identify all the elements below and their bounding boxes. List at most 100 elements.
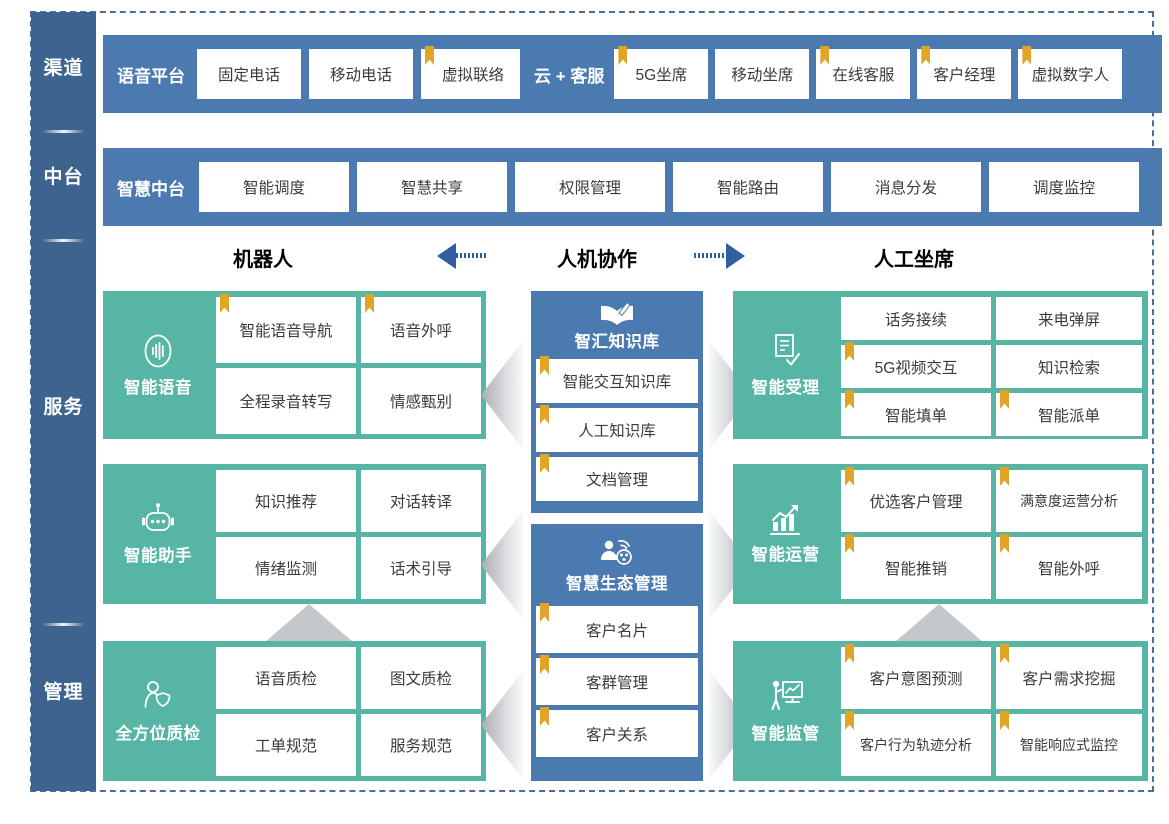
cell-label: 情绪监测 xyxy=(254,561,317,578)
cell-label: 知识推荐 xyxy=(254,494,317,511)
cell-label: 满意度运营分析 xyxy=(1020,493,1118,509)
bookmark-icon xyxy=(845,711,854,730)
channel-group-title: 语音平台 xyxy=(117,66,185,86)
cell-5g-video-interaction[interactable]: 5G视频交互 xyxy=(841,342,991,388)
bookmark-icon xyxy=(220,294,229,313)
panel-full-quality-inspection-header: 全方位质检 xyxy=(103,641,213,781)
chip-label: 虚拟联络 xyxy=(441,67,504,84)
panel-full-quality-inspection: 全方位质检 语音质检 图文质检 工单规范 服务规范 xyxy=(103,641,486,781)
panel-intelligent-assistant-grid: 知识推荐 对话转译 情绪监测 话术引导 xyxy=(216,470,481,599)
cell-label: 话务接续 xyxy=(884,311,947,329)
panel-knowledge-base-header: 智汇知识库 xyxy=(531,297,703,355)
cell-customer-behavior-trajectory-analysis[interactable]: 客户行为轨迹分析 xyxy=(841,711,991,776)
channel-chip-virtual-contact[interactable]: 虚拟联络 xyxy=(421,46,525,99)
cell-intelligent-marketing[interactable]: 智能推销 xyxy=(841,534,991,599)
cell-emotion-monitoring[interactable]: 情绪监测 xyxy=(216,537,356,599)
flow-chevron-left-3 xyxy=(481,668,525,782)
cell-customer-profile-card[interactable]: 客户名片 xyxy=(536,603,698,653)
cell-customer-relationship[interactable]: 客户关系 xyxy=(536,707,698,757)
platform-chip-intelligent-routing[interactable]: 智能路由 xyxy=(673,162,823,212)
chip-label: 虚拟数字人 xyxy=(1031,67,1110,84)
bookmark-icon xyxy=(425,46,434,65)
cell-interactive-knowledge-base[interactable]: 智能交互知识库 xyxy=(536,356,698,403)
cell-intelligent-dispatch[interactable]: 智能派单 xyxy=(996,390,1142,436)
channel-chip-fixed-phone[interactable]: 固定电话 xyxy=(197,49,301,99)
cell-intelligent-outbound-call[interactable]: 智能外呼 xyxy=(996,534,1142,599)
arrow-right-icon xyxy=(726,243,745,269)
platform-row: 智慧中台 智能调度 智慧共享 权限管理 智能路由 消息分发 调度监控 xyxy=(103,148,1162,226)
cell-dialogue-translation[interactable]: 对话转译 xyxy=(361,470,481,532)
panel-title: 智能受理 xyxy=(751,379,820,397)
chip-label: 移动电话 xyxy=(329,67,392,84)
cell-label: 全程录音转写 xyxy=(239,394,333,411)
sidebar-item-platform[interactable]: 中台 xyxy=(31,167,96,188)
platform-chip-scheduling-monitor[interactable]: 调度监控 xyxy=(989,162,1139,212)
channel-group-voice-platform: 语音平台 固定电话 移动电话 虚拟联络 xyxy=(103,35,525,113)
arrow-left-icon xyxy=(437,243,456,269)
channel-chip-5g-seat[interactable]: 5G坐席 xyxy=(614,46,709,99)
cell-call-connection[interactable]: 话务接续 xyxy=(841,297,991,340)
cell-full-recording-transcription[interactable]: 全程录音转写 xyxy=(216,368,356,434)
cell-label: 知识检索 xyxy=(1037,359,1100,377)
channel-chip-mobile-seat[interactable]: 移动坐席 xyxy=(715,49,810,99)
cell-intelligent-voice-navigation[interactable]: 智能语音导航 xyxy=(216,294,356,363)
cell-voice-outbound[interactable]: 语音外呼 xyxy=(361,294,481,363)
cell-label: 客户关系 xyxy=(585,726,648,744)
cell-label: 智能外呼 xyxy=(1037,561,1100,578)
cell-preferred-customer-management[interactable]: 优选客户管理 xyxy=(841,467,991,532)
cell-document-management[interactable]: 文档管理 xyxy=(536,454,698,501)
cell-intelligent-form-filling[interactable]: 智能填单 xyxy=(841,390,991,436)
chip-label: 智能调度 xyxy=(242,180,305,197)
panel-title: 智能助手 xyxy=(124,547,192,565)
chip-label: 消息分发 xyxy=(874,180,937,197)
bookmark-icon xyxy=(540,356,549,375)
channel-chip-account-manager[interactable]: 客户经理 xyxy=(917,46,1012,99)
channel-group-title: 云 + 客服 xyxy=(534,66,605,86)
cell-label: 语音质检 xyxy=(254,671,317,688)
cell-work-order-standard[interactable]: 工单规范 xyxy=(216,714,356,776)
sidebar-item-service[interactable]: 服务 xyxy=(31,397,96,418)
sidebar-item-channel[interactable]: 渠道 xyxy=(31,58,96,79)
channel-chip-online-service[interactable]: 在线客服 xyxy=(816,46,911,99)
cell-satisfaction-operation-analysis[interactable]: 满意度运营分析 xyxy=(996,467,1142,532)
cell-voice-quality-inspection[interactable]: 语音质检 xyxy=(216,647,356,709)
panel-title: 智能运营 xyxy=(751,546,820,564)
panel-full-quality-inspection-grid: 语音质检 图文质检 工单规范 服务规范 xyxy=(216,647,481,776)
bookmark-icon xyxy=(1000,644,1009,663)
cell-knowledge-recommendation[interactable]: 知识推荐 xyxy=(216,470,356,532)
chip-label: 权限管理 xyxy=(558,180,621,197)
bookmark-icon xyxy=(540,707,549,726)
cell-label: 智能交互知识库 xyxy=(562,374,672,391)
cell-label: 智能语音导航 xyxy=(239,323,333,340)
channel-group-items: 固定电话 移动电话 虚拟联络 xyxy=(197,46,525,99)
channel-chip-virtual-digital-human[interactable]: 虚拟数字人 xyxy=(1018,46,1123,99)
channel-group-items: 5G坐席 移动坐席 在线客服 客户经理 虚拟数字人 xyxy=(614,46,1162,99)
cell-manual-knowledge-base[interactable]: 人工知识库 xyxy=(536,405,698,452)
bookmark-icon xyxy=(845,644,854,663)
arrow-left-tail xyxy=(456,253,488,258)
cell-text-image-quality-inspection[interactable]: 图文质检 xyxy=(361,647,481,709)
cell-script-guidance[interactable]: 话术引导 xyxy=(361,537,481,599)
section-header-human-agent-text: 人工坐席 xyxy=(874,249,954,271)
platform-chip-message-distribution[interactable]: 消息分发 xyxy=(831,162,981,212)
channel-group-cloud-service: 云 + 客服 5G坐席 移动坐席 在线客服 客户经理 虚拟数字人 xyxy=(520,35,1162,113)
cell-incoming-call-popup[interactable]: 来电弹屏 xyxy=(996,297,1142,340)
cell-customer-group-management[interactable]: 客群管理 xyxy=(536,655,698,705)
platform-chip-intelligent-scheduling[interactable]: 智能调度 xyxy=(199,162,349,212)
cell-customer-demand-mining[interactable]: 客户需求挖掘 xyxy=(996,644,1142,709)
platform-chip-smart-sharing[interactable]: 智慧共享 xyxy=(357,162,507,212)
cell-service-standard[interactable]: 服务规范 xyxy=(361,714,481,776)
sidebar-item-management[interactable]: 管理 xyxy=(31,682,96,703)
cell-emotion-discrimination[interactable]: 情感甄别 xyxy=(361,368,481,434)
platform-row-title: 智慧中台 xyxy=(117,179,185,199)
cell-customer-intent-prediction[interactable]: 客户意图预测 xyxy=(841,644,991,709)
channel-chip-mobile-phone[interactable]: 移动电话 xyxy=(309,49,413,99)
cell-label: 客户需求挖掘 xyxy=(1022,671,1116,688)
voice-wave-icon xyxy=(144,334,172,368)
section-header-collaboration: 人机协作 xyxy=(557,243,637,272)
panel-intelligent-acceptance-grid: 话务接续 来电弹屏 5G视频交互 知识检索 智能填单 智能派单 xyxy=(841,297,1143,436)
bookmark-icon xyxy=(540,454,549,473)
cell-knowledge-retrieval[interactable]: 知识检索 xyxy=(996,345,1142,388)
cell-intelligent-responsive-monitoring[interactable]: 智能响应式监控 xyxy=(996,711,1142,776)
platform-chip-permission-management[interactable]: 权限管理 xyxy=(515,162,665,212)
